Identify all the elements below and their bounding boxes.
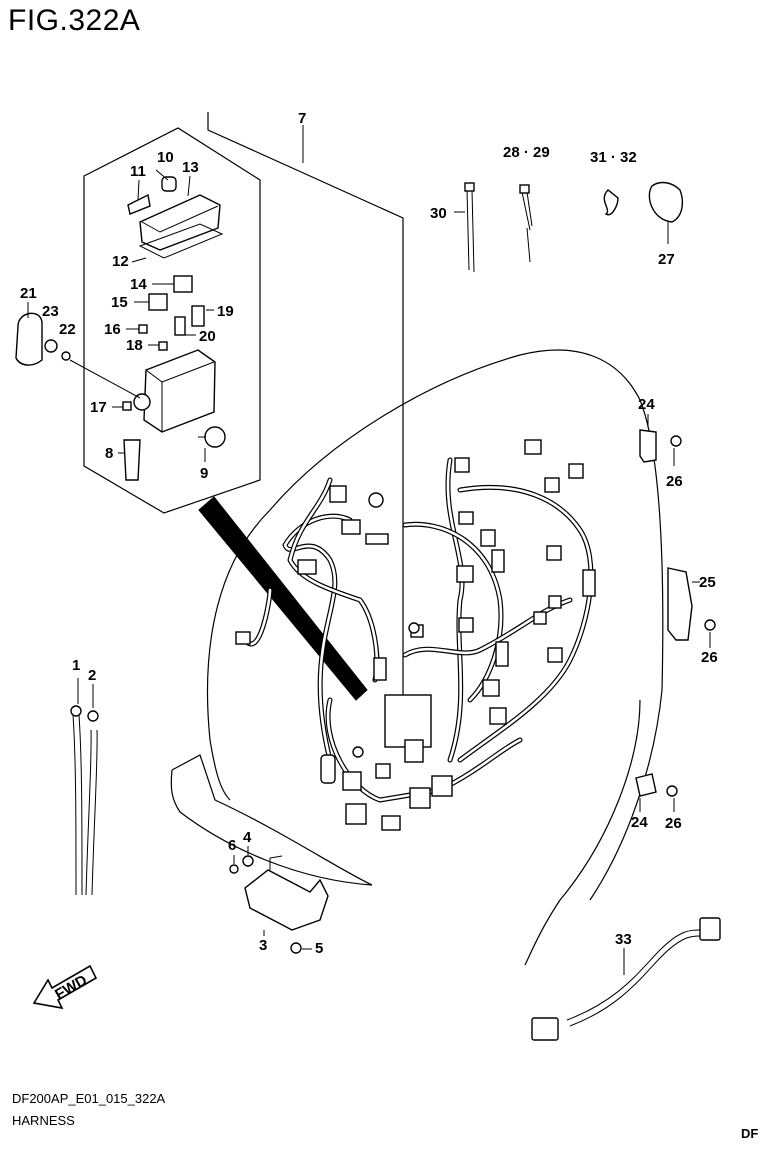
battery-cables	[70, 678, 99, 896]
callout-1: 1	[72, 657, 80, 674]
callout-11: 11	[130, 163, 146, 180]
ties-and-clamps	[454, 181, 684, 273]
callout-3: 3	[259, 937, 267, 954]
left-parts	[15, 302, 141, 399]
callout-26-top: 26	[666, 473, 683, 490]
callout-7: 7	[298, 110, 306, 127]
figure-caption: HARNESS	[12, 1113, 75, 1128]
callout-22: 22	[59, 321, 76, 338]
harness-bracket	[198, 112, 404, 705]
callout-21: 21	[20, 285, 37, 302]
figure-code: DF200AP_E01_015_322A	[12, 1091, 166, 1106]
callout-6: 6	[228, 837, 236, 854]
callout-23: 23	[42, 303, 59, 320]
callout-12: 12	[112, 253, 129, 270]
callout-18: 18	[126, 337, 143, 354]
callout-26-bottom: 26	[665, 815, 682, 832]
callout-16: 16	[104, 321, 121, 338]
callout-24-bottom: 24	[631, 814, 648, 831]
callout-28-29: 28 · 29	[503, 144, 550, 161]
callout-27: 27	[658, 251, 675, 268]
callout-20: 20	[199, 328, 216, 345]
callout-9: 9	[200, 465, 208, 482]
extension-harness	[531, 917, 721, 1041]
bottom-bracket	[229, 846, 329, 954]
callout-8: 8	[105, 445, 113, 462]
callout-31-32: 31 · 32	[590, 149, 637, 166]
fuse-box-panel	[83, 127, 261, 514]
callout-14: 14	[130, 276, 147, 293]
callout-labels: 1 2 3 4 5 6 7 8 9 10 11 12 13 14 15 16 1…	[20, 110, 718, 957]
callout-26-middle: 26	[701, 649, 718, 666]
callout-17: 17	[90, 399, 107, 416]
callout-10: 10	[157, 149, 174, 166]
callout-24-top: 24	[638, 396, 655, 413]
callout-13: 13	[182, 159, 199, 176]
wire-harness	[235, 439, 596, 831]
callout-2: 2	[88, 667, 96, 684]
callout-15: 15	[111, 294, 128, 311]
callout-33: 33	[615, 931, 632, 948]
fwd-arrow: FWD	[32, 964, 98, 1010]
callout-19: 19	[217, 303, 234, 320]
callout-5: 5	[315, 940, 323, 957]
engine-cowling	[170, 349, 664, 966]
figure-title: FIG.322A	[8, 4, 141, 37]
callout-4: 4	[243, 829, 252, 846]
corner-mark: DF	[741, 1126, 759, 1141]
callout-30: 30	[430, 205, 447, 222]
callout-25: 25	[699, 574, 716, 591]
right-brackets	[635, 414, 716, 812]
